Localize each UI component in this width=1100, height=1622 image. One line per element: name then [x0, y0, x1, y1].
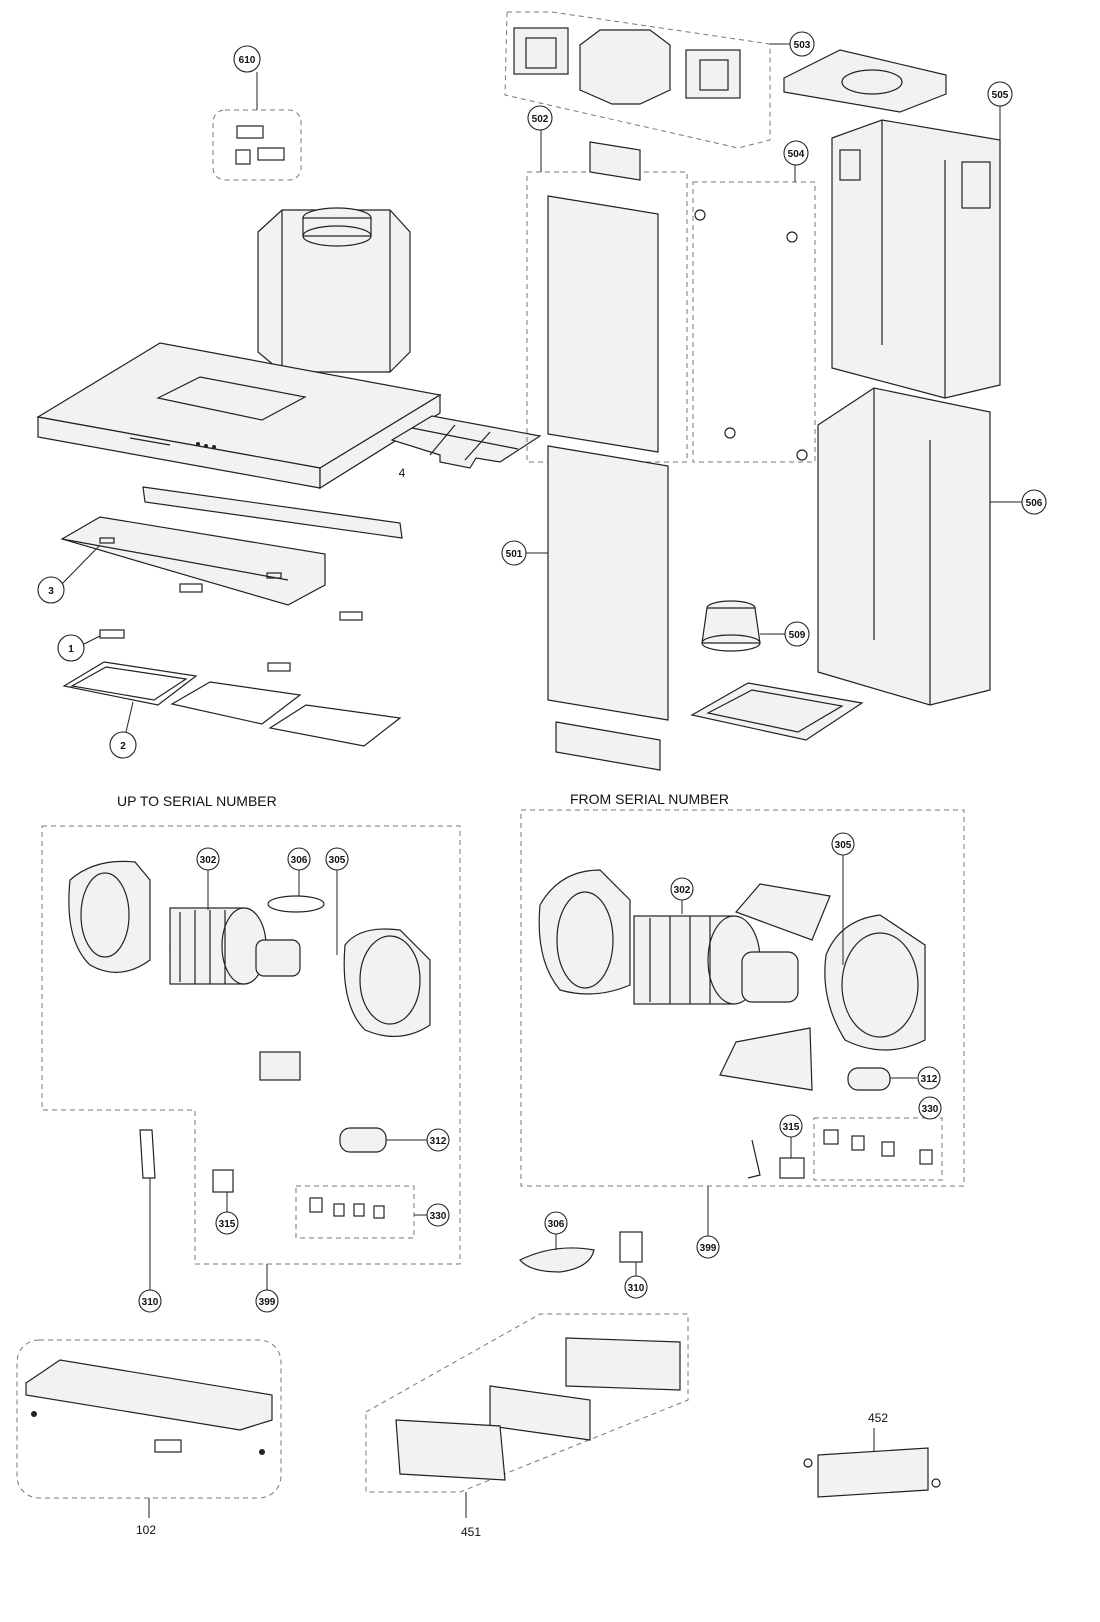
svg-text:302: 302 [200, 855, 217, 866]
callout-after-302: 302 [670, 877, 694, 901]
callout-after-305: 305 [831, 832, 855, 856]
svg-text:302: 302 [674, 885, 691, 896]
callout-before-312: 312 [426, 1128, 450, 1152]
callout-after-315: 315 [779, 1114, 803, 1138]
motor-housing [257, 207, 411, 373]
callout-501: 501 [501, 540, 527, 566]
part-506-lower-chimney [817, 387, 1022, 706]
part-503-duct-kit [504, 11, 800, 149]
label-4: 4 [399, 466, 406, 480]
callout-after-312: 312 [917, 1066, 941, 1090]
callout-before-305: 305 [325, 847, 349, 871]
callout-1: 1 [57, 634, 85, 662]
part-502-upper-panel [526, 130, 688, 463]
svg-text:2: 2 [120, 741, 126, 752]
svg-text:1: 1 [68, 644, 74, 655]
label-102: 102 [136, 1523, 156, 1537]
svg-text:503: 503 [794, 40, 811, 51]
svg-text:504: 504 [788, 149, 805, 160]
svg-text:310: 310 [628, 1283, 645, 1294]
part-501-lower-panel [525, 445, 669, 771]
part-1-clips [83, 583, 363, 672]
part-504-mount-panel [692, 165, 816, 463]
part-2-filters [62, 661, 402, 747]
callout-after-399: 399 [696, 1235, 720, 1259]
callout-509: 509 [784, 621, 810, 647]
callout-504: 504 [783, 140, 809, 166]
callout-before-315: 315 [215, 1211, 239, 1235]
svg-text:3: 3 [48, 586, 54, 597]
svg-text:610: 610 [239, 55, 256, 66]
svg-text:305: 305 [329, 855, 346, 866]
callout-after-330: 330 [918, 1096, 942, 1120]
svg-text:315: 315 [783, 1122, 800, 1133]
svg-text:502: 502 [532, 114, 549, 125]
bottom-bracket [690, 682, 864, 741]
callout-503: 503 [789, 31, 815, 57]
svg-text:306: 306 [291, 855, 308, 866]
svg-text:310: 310 [142, 1297, 159, 1308]
svg-text:330: 330 [922, 1104, 939, 1115]
before-blower-group [41, 825, 461, 1290]
callout-505: 505 [987, 81, 1013, 107]
part-451-electronics [365, 1313, 689, 1518]
ceiling-bracket [783, 49, 947, 113]
part-3-rails [59, 486, 403, 606]
section-title-after: FROM SERIAL NUMBER [570, 791, 729, 807]
callout-before-306: 306 [287, 847, 311, 871]
callout-after-310: 310 [624, 1275, 648, 1299]
svg-text:505: 505 [992, 90, 1009, 101]
callout-before-302: 302 [196, 847, 220, 871]
svg-text:305: 305 [835, 840, 852, 851]
callout-3: 3 [37, 576, 65, 604]
hood-canopy [36, 342, 442, 490]
callout-610: 610 [233, 45, 261, 73]
svg-text:501: 501 [506, 549, 523, 560]
label-451: 451 [461, 1525, 481, 1539]
svg-text:509: 509 [789, 630, 806, 641]
svg-text:330: 330 [430, 1211, 447, 1222]
part-505-upper-chimney [831, 106, 1001, 399]
after-blower-group [520, 809, 965, 1236]
callout-2: 2 [109, 731, 137, 759]
svg-text:506: 506 [1026, 498, 1043, 509]
part-610-clip-kit [212, 72, 302, 181]
callout-before-330: 330 [426, 1203, 450, 1227]
part-102-control-panel [16, 1339, 282, 1518]
label-452: 452 [868, 1411, 888, 1425]
callout-after-306: 306 [544, 1211, 568, 1235]
svg-text:399: 399 [259, 1297, 276, 1308]
svg-text:312: 312 [921, 1074, 938, 1085]
callout-before-310: 310 [138, 1289, 162, 1313]
svg-text:312: 312 [430, 1136, 447, 1147]
part-4-filter [390, 415, 542, 469]
part-452-module [803, 1428, 941, 1498]
section-title-before: UP TO SERIAL NUMBER [117, 793, 277, 809]
callout-506: 506 [1021, 489, 1047, 515]
after-loose-parts [519, 1231, 643, 1276]
callout-before-399: 399 [255, 1289, 279, 1313]
part-509-duct-adapter [701, 600, 785, 652]
svg-text:399: 399 [700, 1243, 717, 1254]
callout-502: 502 [527, 105, 553, 131]
svg-text:315: 315 [219, 1219, 236, 1230]
svg-text:306: 306 [548, 1219, 565, 1230]
